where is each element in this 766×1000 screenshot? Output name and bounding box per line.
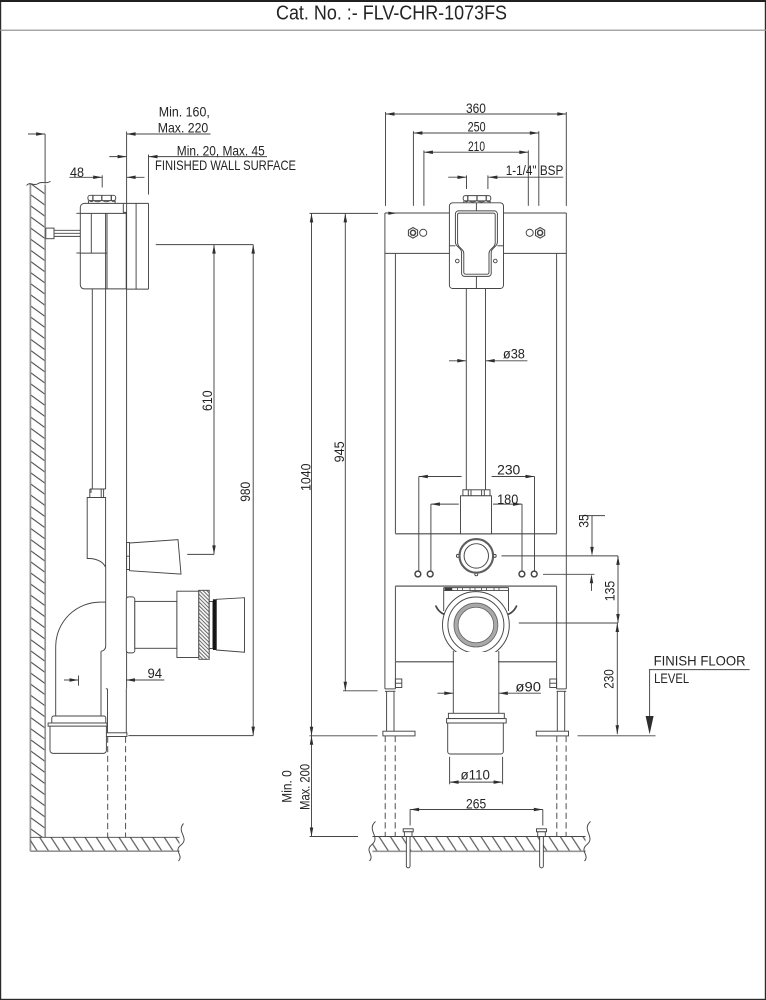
- svg-text:610: 610: [200, 390, 215, 411]
- svg-text:FINISHED WALL SURFACE: FINISHED WALL SURFACE: [155, 157, 296, 173]
- svg-text:210: 210: [468, 138, 485, 154]
- svg-text:1-1/4" BSP: 1-1/4" BSP: [506, 162, 564, 178]
- svg-text:1040: 1040: [298, 463, 313, 491]
- svg-text:94: 94: [148, 665, 163, 681]
- svg-text:ø38: ø38: [503, 345, 525, 361]
- svg-text:Min. 160,: Min. 160,: [159, 104, 210, 120]
- svg-text:Cat. No. :- FLV-CHR-1073FS: Cat. No. :- FLV-CHR-1073FS: [276, 1, 507, 24]
- svg-text:250: 250: [468, 118, 486, 134]
- svg-text:ø110: ø110: [461, 766, 490, 782]
- svg-text:Min. 20, Max. 45: Min. 20, Max. 45: [177, 142, 265, 158]
- svg-text:FINISH FLOOR: FINISH FLOOR: [654, 653, 746, 669]
- svg-text:180: 180: [497, 491, 518, 507]
- svg-text:360: 360: [466, 100, 486, 116]
- svg-text:LEVEL: LEVEL: [654, 670, 689, 686]
- svg-text:48: 48: [70, 164, 84, 180]
- svg-text:35: 35: [576, 514, 591, 528]
- svg-text:945: 945: [332, 441, 347, 462]
- svg-text:980: 980: [238, 482, 253, 502]
- svg-text:230: 230: [601, 669, 616, 689]
- svg-text:ø90: ø90: [515, 679, 541, 695]
- svg-text:230: 230: [497, 462, 520, 478]
- svg-text:135: 135: [602, 581, 617, 602]
- svg-text:Max. 200: Max. 200: [297, 764, 313, 810]
- svg-text:Min. 0: Min. 0: [278, 770, 294, 803]
- svg-text:Max. 220: Max. 220: [158, 120, 209, 136]
- svg-text:265: 265: [466, 796, 486, 812]
